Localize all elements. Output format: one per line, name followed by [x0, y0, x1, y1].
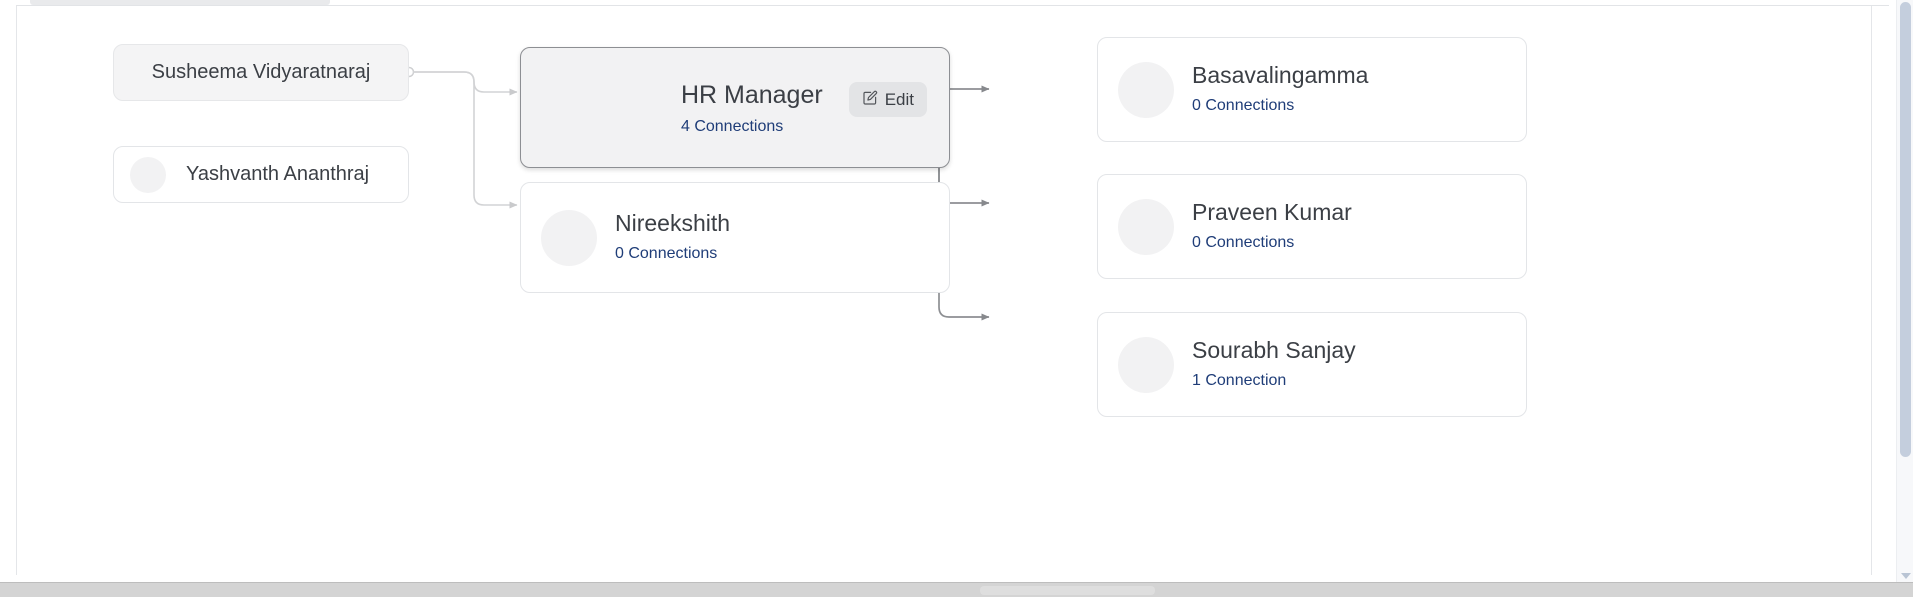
- node-susheema[interactable]: Susheema Vidyaratnaraj: [113, 44, 409, 101]
- edit-pencil-square-icon: [862, 90, 878, 109]
- flow-canvas[interactable]: Susheema Vidyaratnaraj Yashvanth Ananthr…: [17, 7, 1870, 575]
- node-sourabh-sanjay-name: Sourabh Sanjay: [1192, 337, 1356, 364]
- avatar: [1118, 336, 1174, 393]
- node-yashvanth-name: Yashvanth Ananthraj: [186, 163, 370, 185]
- avatar: [1118, 61, 1174, 118]
- node-nireekshith-body: Nireekshith 0 Connections: [615, 209, 730, 265]
- node-susheema-name: Susheema Vidyaratnaraj: [151, 61, 371, 83]
- node-hr-manager-inner: HR Manager 4 Connections Edit: [521, 80, 949, 136]
- horizontal-scrollbar[interactable]: [0, 582, 1913, 597]
- node-praveen-kumar-name: Praveen Kumar: [1192, 199, 1352, 226]
- node-yashvanth-body: Yashvanth Ananthraj: [186, 162, 369, 187]
- canvas-right-border: [1871, 6, 1872, 575]
- node-yashvanth[interactable]: Yashvanth Ananthraj: [113, 146, 409, 203]
- node-hr-manager-text: HR Manager 4 Connections: [681, 80, 823, 136]
- horizontal-scrollbar-thumb[interactable]: [980, 586, 1155, 595]
- vertical-scrollbar[interactable]: [1896, 0, 1913, 583]
- node-basavalingamma-connections: 0 Connections: [1192, 97, 1295, 115]
- node-basavalingamma[interactable]: Basavalingamma 0 Connections: [1097, 37, 1527, 142]
- edge-susheema-to-nireekshith: [413, 71, 518, 209]
- top-panel-edge: [30, 0, 330, 5]
- node-praveen-kumar[interactable]: Praveen Kumar 0 Connections: [1097, 174, 1527, 279]
- node-basavalingamma-body: Basavalingamma 0 Connections: [1192, 61, 1368, 117]
- node-basavalingamma-name: Basavalingamma: [1192, 62, 1369, 89]
- canvas-left-border: [16, 6, 17, 575]
- edit-button-label: Edit: [884, 89, 914, 109]
- vertical-scrollbar-thumb[interactable]: [1900, 2, 1911, 457]
- canvas-top-border: [16, 5, 1889, 6]
- node-praveen-kumar-connections: 0 Connections: [1192, 234, 1295, 252]
- node-nireekshith-name: Nireekshith: [615, 210, 731, 237]
- scroll-down-arrow-icon[interactable]: [1901, 573, 1911, 579]
- avatar: [1118, 198, 1174, 255]
- node-hr-manager-name: HR Manager: [680, 80, 823, 109]
- edge-susheema-to-hr: [413, 71, 518, 96]
- node-nireekshith-connections: 0 Connections: [615, 245, 718, 263]
- avatar: [130, 156, 166, 193]
- node-hr-manager-connections: 4 Connections: [680, 117, 784, 135]
- node-sourabh-sanjay[interactable]: Sourabh Sanjay 1 Connection: [1097, 312, 1527, 417]
- edit-button[interactable]: Edit: [848, 81, 927, 117]
- avatar: [541, 209, 597, 266]
- node-hr-manager[interactable]: HR Manager 4 Connections Edit: [520, 47, 950, 168]
- node-praveen-kumar-body: Praveen Kumar 0 Connections: [1192, 198, 1352, 254]
- node-nireekshith[interactable]: Nireekshith 0 Connections: [520, 182, 950, 293]
- node-sourabh-sanjay-body: Sourabh Sanjay 1 Connection: [1192, 336, 1356, 392]
- node-sourabh-sanjay-connections: 1 Connection: [1192, 372, 1287, 390]
